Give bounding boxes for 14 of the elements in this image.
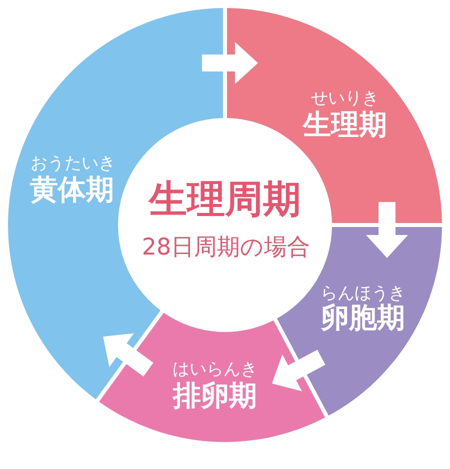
reading-label: せいりき	[311, 90, 379, 108]
subtitle-label: 28日周期の場合	[142, 236, 310, 260]
phase-label: 生理期	[303, 111, 387, 139]
phase-label: 黄体期	[30, 176, 114, 204]
arrow	[272, 350, 326, 392]
phase-label: 卵胞期	[321, 304, 405, 332]
phase-label: 排卵期	[173, 382, 257, 410]
reading-label: はいらんき	[172, 362, 258, 378]
reading-label: らんほうき	[320, 286, 406, 302]
arrow	[366, 202, 408, 258]
arrow	[103, 333, 154, 376]
reading-label: おうたいき	[30, 156, 116, 172]
title-label: 生理周期	[149, 180, 301, 218]
arrow	[202, 42, 258, 84]
